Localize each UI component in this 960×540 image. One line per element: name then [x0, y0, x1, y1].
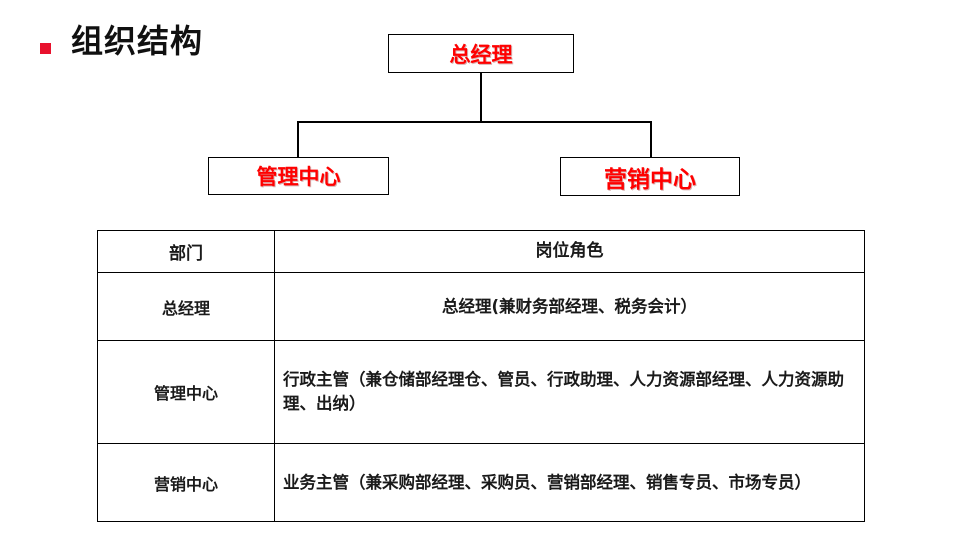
- table-cell-role: 行政主管（兼仓储部经理仓、管员、行政助理、人力资源部经理、人力资源助理、出纳）: [274, 340, 865, 444]
- table-cell-role: 总经理(兼财务部经理、税务会计）: [274, 272, 865, 341]
- table-header-department: 部门: [97, 230, 275, 273]
- connector-vertical-top: [480, 73, 482, 123]
- table-header-row: 部门 岗位角色: [97, 230, 865, 273]
- table-cell-department: 营销中心: [97, 443, 275, 522]
- department-role-table: 部门 岗位角色 总经理 总经理(兼财务部经理、税务会计） 管理中心 行政主管（兼…: [97, 230, 865, 522]
- org-node-general-manager[interactable]: 总经理: [388, 34, 574, 73]
- page-title: 组织结构: [71, 22, 204, 60]
- connector-vertical-left: [297, 121, 299, 158]
- table-cell-role: 业务主管（兼采购部经理、采购员、营销部经理、销售专员、市场专员）: [274, 443, 865, 522]
- table-header-role: 岗位角色: [274, 230, 865, 273]
- org-node-marketing-center[interactable]: 营销中心: [560, 157, 740, 196]
- table-cell-department: 总经理: [97, 272, 275, 341]
- connector-vertical-right: [650, 121, 652, 158]
- table-row: 管理中心 行政主管（兼仓储部经理仓、管员、行政助理、人力资源部经理、人力资源助理…: [97, 340, 865, 444]
- org-node-management-center[interactable]: 管理中心: [208, 157, 389, 195]
- bullet-square-icon: [40, 42, 51, 54]
- connector-horizontal: [297, 121, 652, 123]
- page-title-group: 组织结构: [40, 18, 203, 64]
- table-row: 总经理 总经理(兼财务部经理、税务会计）: [97, 272, 865, 341]
- table-row: 营销中心 业务主管（兼采购部经理、采购员、营销部经理、销售专员、市场专员）: [97, 443, 865, 522]
- table-cell-department: 管理中心: [97, 340, 275, 444]
